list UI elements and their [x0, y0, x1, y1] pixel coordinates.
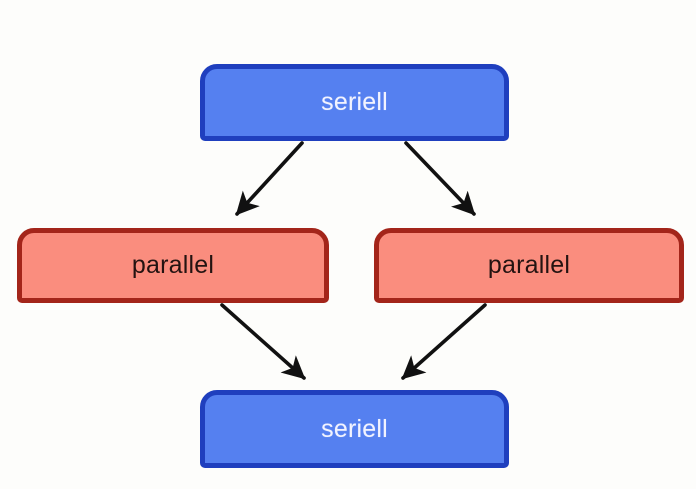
node-parallel-left[interactable]: parallel [17, 228, 329, 303]
node-serial-bottom-label: seriell [321, 414, 388, 443]
node-serial-top[interactable]: seriell [200, 64, 509, 141]
edge-top-to-parallel-left [235, 141, 304, 216]
node-parallel-left-label: parallel [131, 251, 215, 279]
edge-top-to-parallel-right [404, 141, 476, 216]
node-serial-bottom[interactable]: seriell [200, 390, 509, 468]
node-parallel-right[interactable]: parallel [374, 228, 684, 303]
edge-parallel-right-to-bottom [401, 303, 487, 380]
edge-parallel-left-to-bottom [220, 303, 306, 380]
node-parallel-right-label: parallel [487, 251, 571, 279]
node-serial-top-label: seriell [321, 88, 388, 116]
